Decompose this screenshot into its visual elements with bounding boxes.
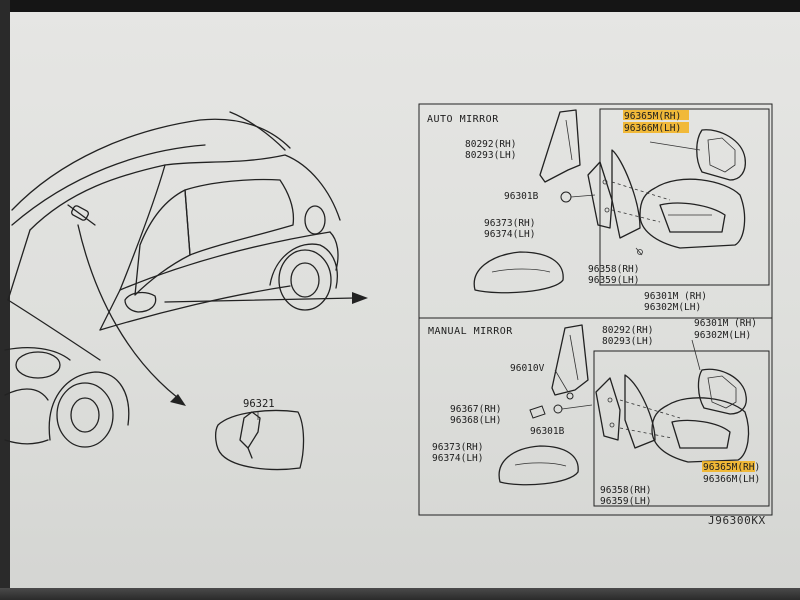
manual-glass-lh-label: 96366M(LH) [703, 474, 760, 485]
manual-glass-rh-label: 96365M(RH) [703, 462, 760, 473]
manual-knob-label: 96010V [510, 363, 545, 374]
auto-screw-label: 96301B [504, 191, 539, 202]
auto-glass-lh-label: 96366M(LH) [624, 123, 681, 134]
manual-finisher-lh-label: 80293(LH) [602, 336, 653, 347]
manual-cover-lh-label: 96374(LH) [432, 453, 483, 464]
manual-mirror-parts [498, 324, 750, 486]
auto-cover-rh-label: 96373(RH) [484, 218, 535, 229]
auto-mirror-lh-label: 96302M(LH) [644, 302, 701, 313]
manual-cover-rh-label: 96373(RH) [432, 442, 483, 453]
manual-bolt-rh-label: 96367(RH) [450, 404, 501, 415]
auto-finisher-rh-label: 80292(RH) [465, 139, 516, 150]
manual-mirror-lh-label: 96302M(LH) [694, 330, 751, 341]
auto-gasket-rh-label: 96358(RH) [588, 264, 639, 275]
manual-mirror-rh-label: 96301M (RH) [694, 318, 757, 329]
auto-mirror-parts [473, 109, 746, 294]
manual-bolt-lh-label: 96368(LH) [450, 415, 501, 426]
auto-finisher-lh-label: 80293(LH) [465, 150, 516, 161]
auto-gasket-lh-label: 96359(LH) [588, 275, 639, 286]
highlight-manual-glass-rh [702, 461, 755, 472]
auto-mirror-title: AUTO MIRROR [427, 114, 499, 125]
auto-glass-rh-label: 96365M(RH) [624, 111, 681, 122]
manual-gasket-rh-label: 96358(RH) [600, 485, 651, 496]
auto-mirror-rh-label: 96301M (RH) [644, 291, 707, 302]
monitor-bezel-bottom [0, 588, 800, 600]
drawing-code: J96300KX [708, 514, 766, 527]
monitor-bezel-left [0, 0, 10, 600]
auto-cover-lh-label: 96374(LH) [484, 229, 535, 240]
diagram-frames [418, 103, 773, 516]
highlight-auto-glass-lh [623, 122, 689, 133]
manual-finisher-rh-label: 80292(RH) [602, 325, 653, 336]
car-illustration [4, 111, 368, 448]
manual-mirror-title: MANUAL MIRROR [428, 326, 513, 337]
manual-gasket-lh-label: 96359(LH) [600, 496, 651, 507]
monitor-bezel-top [0, 0, 800, 12]
highlight-auto-glass-rh [623, 110, 689, 120]
inside-mirror-label: 96321 [243, 398, 275, 410]
inside-mirror-part [215, 409, 305, 471]
manual-screw-label: 96301B [530, 426, 565, 437]
